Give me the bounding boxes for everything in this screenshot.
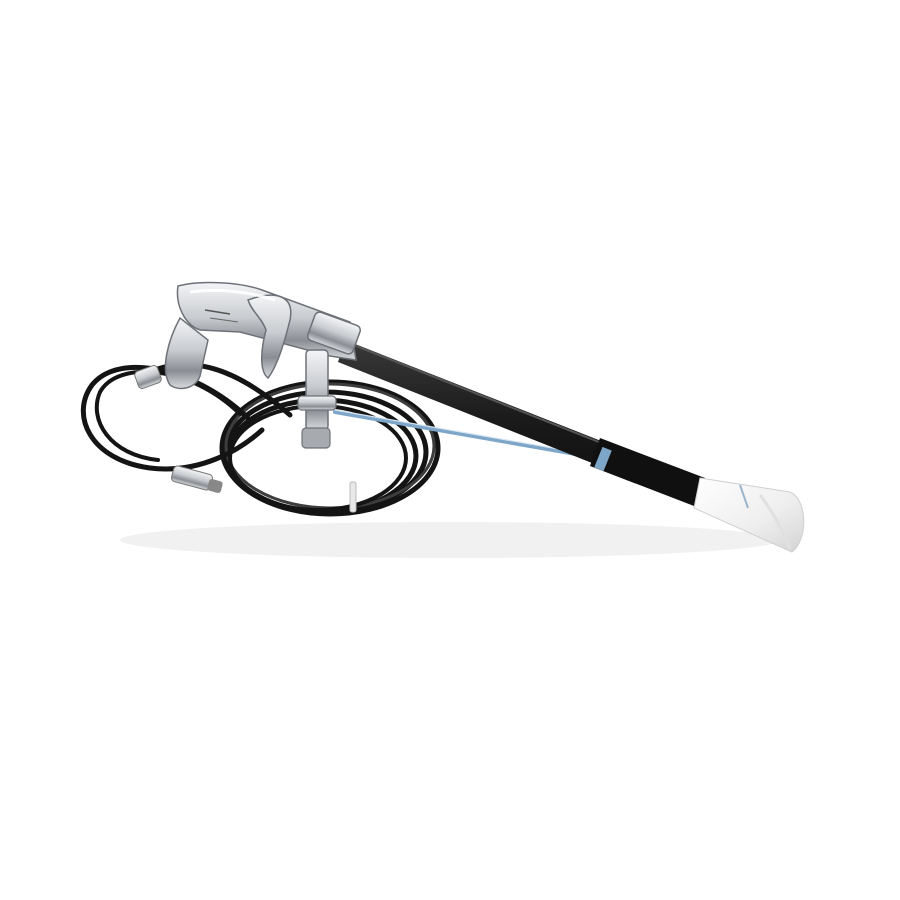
spray-gun-icon [164,281,362,449]
cable-tie [349,481,357,513]
wand-handle [338,340,705,506]
coiled-hose-icon [80,362,441,517]
brush-head-icon [693,477,805,553]
side-fitting [134,365,162,389]
blue-tube [333,410,612,462]
floor-shadow [120,522,780,558]
hose-connector-icon [171,465,223,493]
